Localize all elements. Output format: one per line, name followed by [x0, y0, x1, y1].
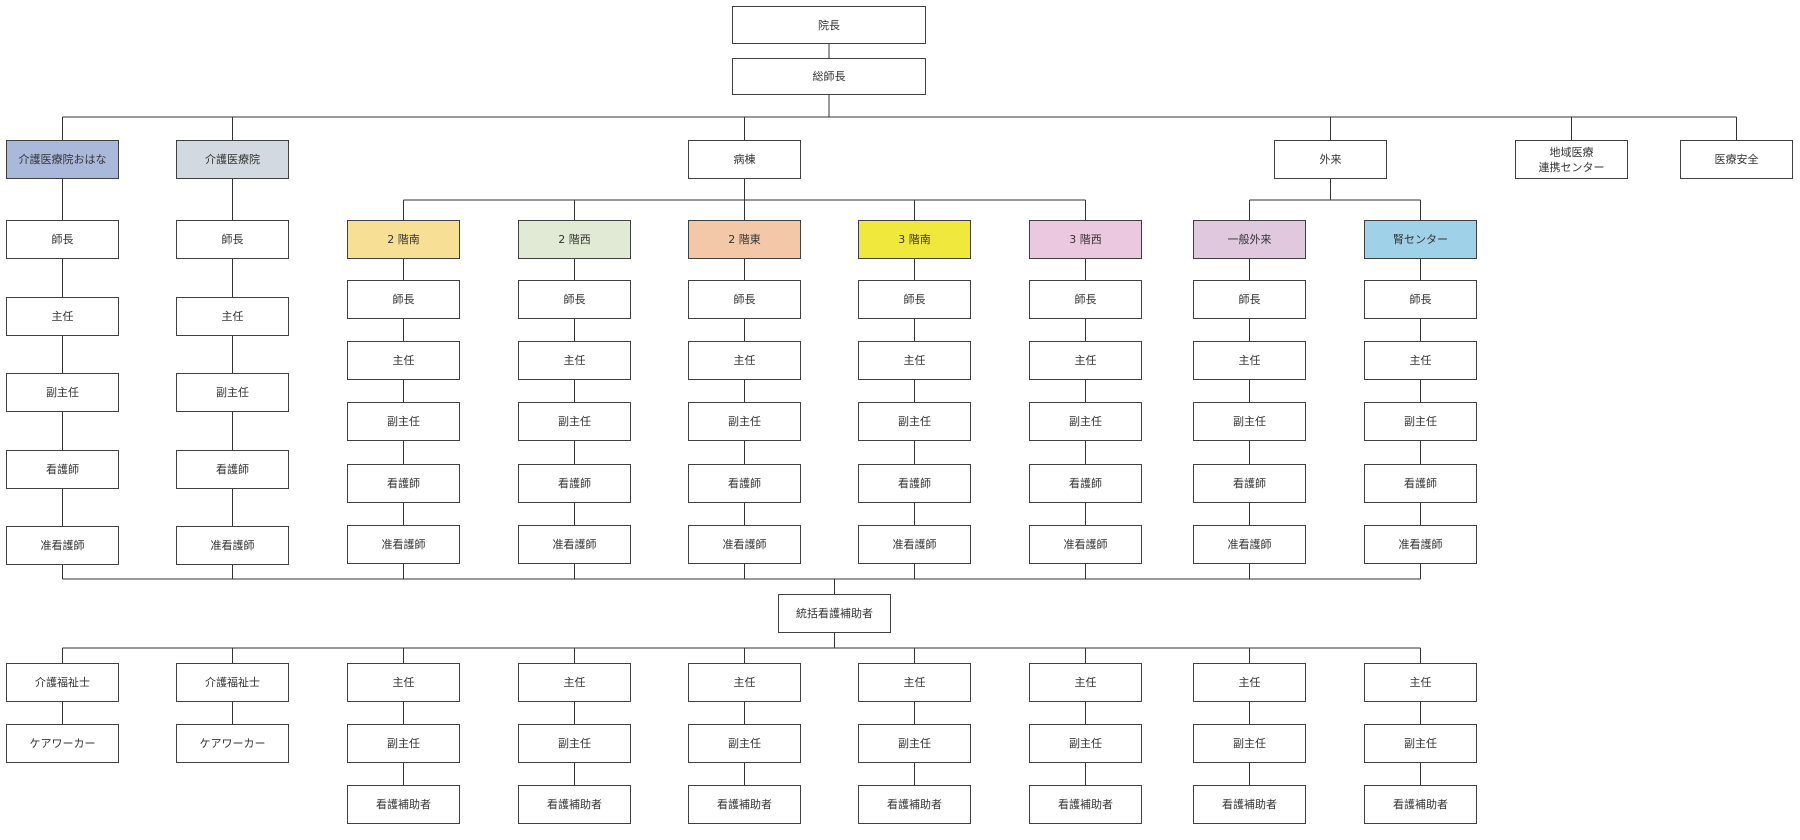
unit-1-role-2: 副主任: [518, 402, 631, 441]
assistant-4-1: 副主任: [688, 724, 801, 763]
assistant-7-2: 看護補助者: [1193, 785, 1306, 824]
unit-2-role-0: 師長: [688, 280, 801, 319]
unit-2-role-3: 看護師: [688, 464, 801, 503]
unit-5-role-4: 准看護師: [1193, 525, 1306, 564]
assistant-3-1: 副主任: [518, 724, 631, 763]
unit-6-role-3: 看護師: [1364, 464, 1477, 503]
dept-2: 病棟: [688, 140, 801, 179]
dept-1: 介護医療院: [176, 140, 289, 179]
dept-0: 介護医療院おはな: [6, 140, 119, 179]
assistant-5-1: 副主任: [858, 724, 971, 763]
assistant-5-2: 看護補助者: [858, 785, 971, 824]
unit-6-role-2: 副主任: [1364, 402, 1477, 441]
assistant-2-2: 看護補助者: [347, 785, 460, 824]
dept-3: 外来: [1274, 140, 1387, 179]
unit-2-role-2: 副主任: [688, 402, 801, 441]
unit-1-role-1: 主任: [518, 341, 631, 380]
care-0-role-3: 看護師: [6, 450, 119, 489]
care-0-role-1: 主任: [6, 297, 119, 336]
unit-6-role-1: 主任: [1364, 341, 1477, 380]
assistant-7-0: 主任: [1193, 663, 1306, 702]
unit-0: 2 階南: [347, 220, 460, 259]
assistant-2-1: 副主任: [347, 724, 460, 763]
unit-3-role-4: 准看護師: [858, 525, 971, 564]
unit-4-role-1: 主任: [1029, 341, 1142, 380]
unit-6: 腎センター: [1364, 220, 1477, 259]
unit-2: 2 階東: [688, 220, 801, 259]
unit-1-role-4: 准看護師: [518, 525, 631, 564]
unit-5-role-0: 師長: [1193, 280, 1306, 319]
care-1-role-0: 師長: [176, 220, 289, 259]
unit-3-role-3: 看護師: [858, 464, 971, 503]
assistant-3-2: 看護補助者: [518, 785, 631, 824]
assistant-6-0: 主任: [1029, 663, 1142, 702]
unit-1-role-0: 師長: [518, 280, 631, 319]
assistant-head-box: 統括看護補助者: [778, 594, 891, 633]
care-1-role-4: 准看護師: [176, 526, 289, 565]
director-box: 院長: [732, 6, 926, 44]
care-1-role-2: 副主任: [176, 373, 289, 412]
care-assistant-1-1: ケアワーカー: [176, 724, 289, 763]
unit-4-role-3: 看護師: [1029, 464, 1142, 503]
care-assistant-1-0: 介護福祉士: [176, 663, 289, 702]
unit-5-role-3: 看護師: [1193, 464, 1306, 503]
unit-6-role-4: 准看護師: [1364, 525, 1477, 564]
unit-4-role-0: 師長: [1029, 280, 1142, 319]
assistant-5-0: 主任: [858, 663, 971, 702]
unit-3-role-0: 師長: [858, 280, 971, 319]
assistant-6-1: 副主任: [1029, 724, 1142, 763]
unit-1: 2 階西: [518, 220, 631, 259]
assistant-6-2: 看護補助者: [1029, 785, 1142, 824]
unit-5: 一般外来: [1193, 220, 1306, 259]
care-1-role-3: 看護師: [176, 450, 289, 489]
assistant-8-1: 副主任: [1364, 724, 1477, 763]
care-0-role-4: 准看護師: [6, 526, 119, 565]
care-assistant-0-1: ケアワーカー: [6, 724, 119, 763]
dept-5: 医療安全: [1680, 140, 1793, 179]
care-assistant-0-0: 介護福祉士: [6, 663, 119, 702]
assistant-4-2: 看護補助者: [688, 785, 801, 824]
unit-0-role-1: 主任: [347, 341, 460, 380]
care-1-role-1: 主任: [176, 297, 289, 336]
unit-3-role-2: 副主任: [858, 402, 971, 441]
unit-3-role-1: 主任: [858, 341, 971, 380]
dept-4: 地域医療 連携センター: [1515, 140, 1628, 179]
unit-2-role-4: 准看護師: [688, 525, 801, 564]
unit-2-role-1: 主任: [688, 341, 801, 380]
assistant-4-0: 主任: [688, 663, 801, 702]
unit-0-role-3: 看護師: [347, 464, 460, 503]
unit-3: 3 階南: [858, 220, 971, 259]
assistant-7-1: 副主任: [1193, 724, 1306, 763]
assistant-2-0: 主任: [347, 663, 460, 702]
care-0-role-0: 師長: [6, 220, 119, 259]
assistant-8-0: 主任: [1364, 663, 1477, 702]
care-0-role-2: 副主任: [6, 373, 119, 412]
unit-0-role-4: 准看護師: [347, 525, 460, 564]
unit-4: 3 階西: [1029, 220, 1142, 259]
unit-4-role-4: 准看護師: [1029, 525, 1142, 564]
unit-0-role-0: 師長: [347, 280, 460, 319]
unit-1-role-3: 看護師: [518, 464, 631, 503]
unit-5-role-1: 主任: [1193, 341, 1306, 380]
assistant-3-0: 主任: [518, 663, 631, 702]
assistant-8-2: 看護補助者: [1364, 785, 1477, 824]
chief-nurse-box: 総師長: [732, 58, 926, 95]
unit-4-role-2: 副主任: [1029, 402, 1142, 441]
unit-6-role-0: 師長: [1364, 280, 1477, 319]
unit-5-role-2: 副主任: [1193, 402, 1306, 441]
unit-0-role-2: 副主任: [347, 402, 460, 441]
